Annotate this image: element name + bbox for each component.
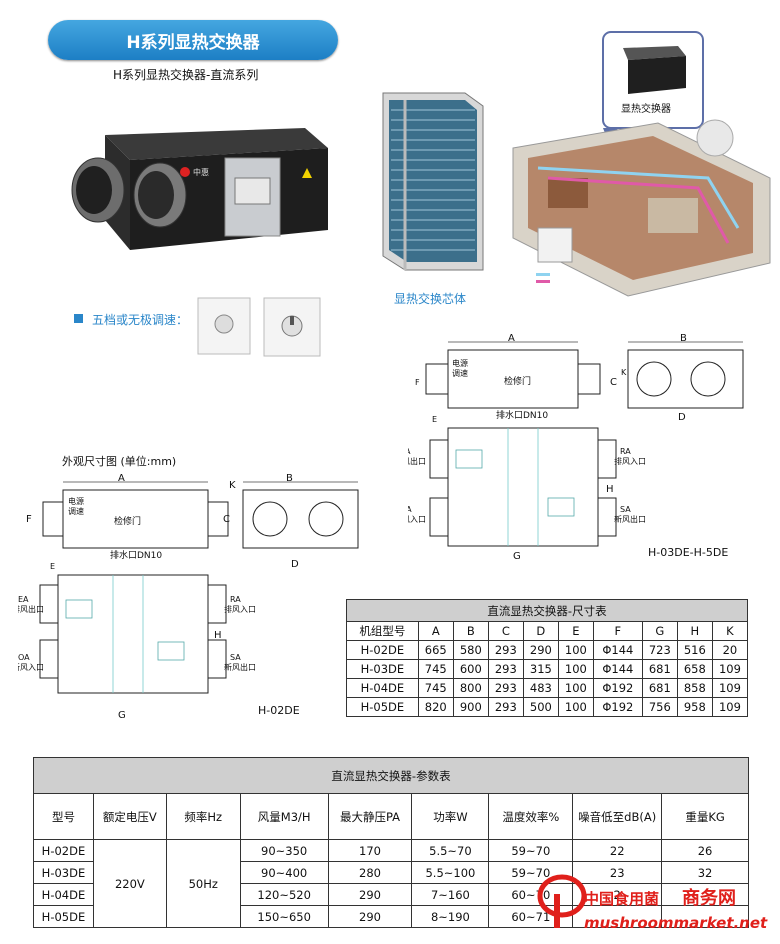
svg-text:A: A: [118, 473, 125, 484]
callout-label: 显热交换器: [621, 102, 671, 115]
svg-text:排风入口: 排风入口: [224, 604, 256, 614]
svg-text:C: C: [223, 514, 230, 525]
core-caption: 显热交换芯体: [394, 292, 467, 306]
svg-text:RA: RA: [230, 595, 241, 604]
table-header-row: 型号 额定电压V 频率Hz 风量M3/H 最大静压PA 功率W 温度效率% 噪音…: [33, 793, 749, 840]
svg-text:OA: OA: [18, 653, 30, 662]
drawing-h03-h05: A 电源 调速 检修门 排水口DN10 F B C K D E EA 排风出口 …: [408, 333, 744, 560]
svg-text:排风出口: 排风出口: [408, 456, 426, 466]
section-title: H系列显热交换器: [48, 20, 338, 60]
house-installation-image: 显热交换器: [512, 31, 771, 297]
svg-text:EA: EA: [18, 595, 29, 604]
svg-text:D: D: [678, 412, 686, 423]
svg-text:B: B: [680, 333, 687, 344]
watermark-url: mushroommarket.net: [584, 914, 768, 932]
svg-text:RA: RA: [620, 447, 631, 456]
watermark: 中国食用菌 商务网 mushroommarket.net: [537, 874, 768, 932]
svg-text:G: G: [513, 551, 521, 560]
svg-text:新风入口: 新风入口: [18, 662, 44, 672]
dims-title: 外观尺寸图 (单位:mm): [62, 455, 177, 468]
svg-text:SA: SA: [230, 653, 241, 662]
svg-text:E: E: [432, 415, 437, 424]
speed-control-label: 五档或无极调速：: [92, 313, 189, 327]
frequency-cell: 50Hz: [165, 839, 241, 928]
svg-text:E: E: [50, 562, 55, 571]
dim-a: A: [508, 333, 515, 344]
svg-text:B: B: [286, 473, 293, 484]
parameter-table: 直流显热交换器-参数表 型号 额定电压V 频率Hz 风量M3/H 最大静压PA …: [33, 757, 749, 928]
svg-text:C: C: [610, 377, 617, 388]
parameter-table-title: 直流显热交换器-参数表: [33, 757, 749, 794]
svg-text:F: F: [26, 514, 32, 525]
svg-text:EA: EA: [408, 447, 411, 456]
svg-text:电源: 电源: [452, 358, 468, 368]
brand-logo-text: 中惠: [193, 167, 209, 177]
svg-text:排风入口: 排风入口: [614, 456, 646, 466]
dimension-table-title: 直流显热交换器-尺寸表: [346, 599, 748, 622]
model-label-b: H-03DE-H-5DE: [648, 546, 728, 559]
svg-text:检修门: 检修门: [504, 375, 531, 387]
svg-text:调速: 调速: [68, 507, 84, 516]
svg-text:OA: OA: [408, 505, 412, 514]
section-subtitle: H系列显热交换器-直流系列: [113, 68, 259, 82]
svg-text:G: G: [118, 710, 126, 720]
ventilator-product-image: 中惠: [71, 128, 328, 250]
svg-text:新风出口: 新风出口: [224, 662, 256, 672]
svg-text:F: F: [415, 378, 420, 387]
model-label-a: H-02DE: [258, 704, 300, 717]
svg-text:SA: SA: [620, 505, 631, 514]
svg-text:新风出口: 新风出口: [614, 514, 646, 524]
watermark-text: 中国食用菌: [584, 890, 659, 908]
svg-text:D: D: [291, 559, 299, 570]
svg-text:排风出口: 排风出口: [18, 604, 44, 614]
speed-switch-images: [197, 297, 321, 357]
svg-text:H: H: [606, 484, 614, 495]
svg-text:排水口DN10: 排水口DN10: [496, 409, 548, 421]
svg-text:检修门: 检修门: [114, 515, 141, 527]
svg-text:新风入口: 新风入口: [408, 514, 426, 524]
watermark-brand: 商务网: [682, 887, 736, 909]
bullet-square-icon: [74, 314, 83, 323]
svg-text:调速: 调速: [452, 369, 468, 378]
svg-text:H: H: [214, 630, 222, 641]
svg-text:K: K: [229, 480, 236, 491]
svg-text:K: K: [621, 368, 627, 377]
drawing-h02: A 电源 调速 检修门 排水口DN10 F B C K D E EA 排风出口 …: [18, 473, 359, 720]
voltage-cell: 220V: [92, 839, 167, 928]
svg-text:排水口DN10: 排水口DN10: [110, 549, 162, 561]
heat-exchange-core-image: [382, 92, 484, 271]
svg-text:电源: 电源: [68, 496, 84, 506]
